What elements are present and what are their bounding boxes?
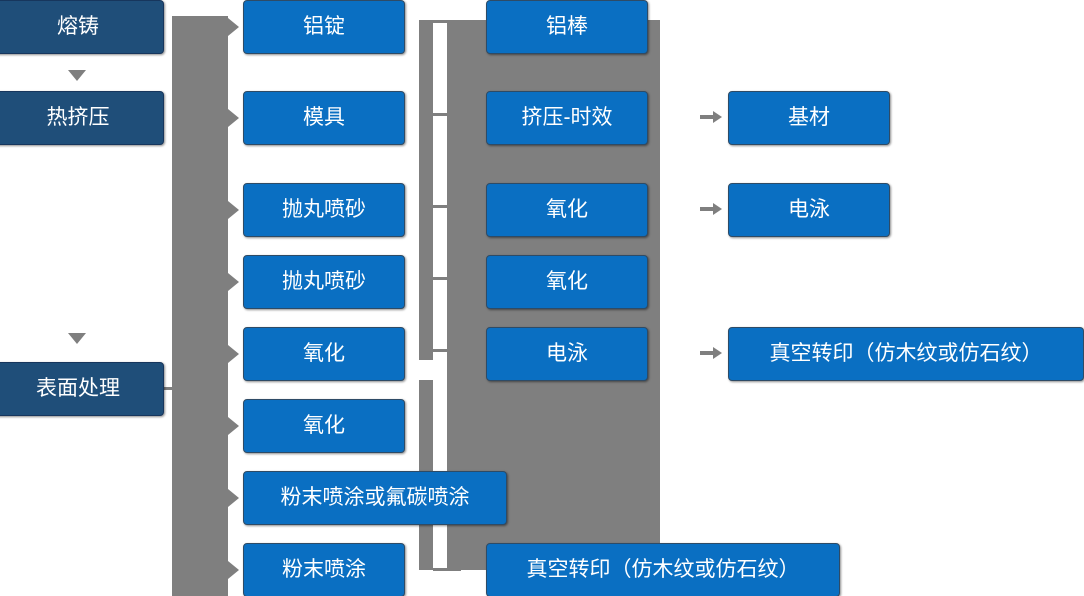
arrow-to-shot-blasting-1 — [228, 201, 239, 219]
arrow-extrusion-to-surface — [68, 333, 86, 344]
arrow-to-electrophoresis — [713, 203, 722, 215]
connector-trunk-left-lower — [172, 358, 228, 596]
step-box-powder-or-fluorocarbon[interactable]: 粉末喷涂或氟碳喷涂 — [243, 471, 507, 525]
process-box-extrusion-aging[interactable]: 挤压-时效 — [486, 91, 648, 145]
bracket-left-bar-upper — [419, 20, 433, 360]
arrow-to-shot-blasting-2 — [228, 273, 239, 291]
step-box-oxidation-2[interactable]: 氧化 — [243, 399, 405, 453]
process-label-oxidation-1: 氧化 — [546, 198, 588, 222]
output-box-vacuum-transfer[interactable]: 真空转印（仿木纹或仿石纹） — [728, 327, 1084, 381]
step-label-powder-or-fluorocarbon: 粉末喷涂或氟碳喷涂 — [280, 486, 470, 510]
step-label-powder-coating: 粉末喷涂 — [282, 558, 366, 582]
arrow-stem-vacuum-transfer — [700, 351, 716, 355]
stage-label-melt-cast: 熔铸 — [57, 15, 99, 39]
arrow-to-oxidation-2 — [228, 417, 239, 435]
step-label-mold: 模具 — [303, 106, 345, 130]
step-label-oxidation-2: 氧化 — [303, 414, 345, 438]
arrow-to-oxidation-1 — [228, 345, 239, 363]
arrow-to-powder-or-fluorocarbon — [228, 489, 239, 507]
stage-label-hot-extrusion: 热挤压 — [46, 106, 110, 130]
arrow-melt-cast-to-extrusion — [68, 70, 86, 81]
arrow-to-powder-coating — [228, 561, 239, 579]
process-label-electrophoresis: 电泳 — [546, 342, 588, 366]
output-box-electrophoresis[interactable]: 电泳 — [728, 183, 890, 237]
output-label-base-material: 基材 — [788, 106, 830, 130]
process-label-vacuum-transfer: 真空转印（仿木纹或仿石纹） — [526, 558, 800, 582]
arrow-to-aluminum-ingot — [228, 18, 239, 36]
output-box-base-material[interactable]: 基材 — [728, 91, 890, 145]
step-label-shot-blasting-1: 抛丸喷砂 — [282, 198, 366, 222]
step-label-aluminum-ingot: 铝锭 — [303, 15, 345, 39]
process-label-oxidation-2: 氧化 — [546, 270, 588, 294]
process-box-aluminum-bar[interactable]: 铝棒 — [486, 0, 648, 54]
step-box-mold[interactable]: 模具 — [243, 91, 405, 145]
process-box-vacuum-transfer[interactable]: 真空转印（仿木纹或仿石纹） — [486, 543, 840, 596]
arrow-to-mold — [228, 109, 239, 127]
arrow-stem-electrophoresis — [700, 207, 716, 211]
arrow-stem-base-material — [700, 115, 716, 119]
step-label-shot-blasting-2: 抛丸喷砂 — [282, 270, 366, 294]
step-box-powder-coating[interactable]: 粉末喷涂 — [243, 543, 405, 596]
process-box-electrophoresis[interactable]: 电泳 — [486, 327, 648, 381]
connector-surface-to-trunk — [164, 387, 190, 390]
arrow-to-vacuum-transfer — [713, 347, 722, 359]
arrow-to-base-material — [713, 111, 722, 123]
stage-label-surface-treatment: 表面处理 — [36, 377, 120, 401]
output-label-electrophoresis: 电泳 — [788, 198, 830, 222]
step-box-shot-blasting-2[interactable]: 抛丸喷砂 — [243, 255, 405, 309]
process-label-extrusion-aging: 挤压-时效 — [521, 106, 613, 130]
process-box-oxidation-2[interactable]: 氧化 — [486, 255, 648, 309]
stage-box-hot-extrusion[interactable]: 热挤压 — [0, 91, 164, 145]
step-box-oxidation-1[interactable]: 氧化 — [243, 327, 405, 381]
step-label-oxidation-1: 氧化 — [303, 342, 345, 366]
step-box-aluminum-ingot[interactable]: 铝锭 — [243, 0, 405, 54]
process-label-aluminum-bar: 铝棒 — [546, 15, 588, 39]
process-box-oxidation-1[interactable]: 氧化 — [486, 183, 648, 237]
stage-box-melt-cast[interactable]: 熔铸 — [0, 0, 164, 54]
stage-box-surface-treatment[interactable]: 表面处理 — [0, 362, 164, 416]
output-label-vacuum-transfer: 真空转印（仿木纹或仿石纹） — [769, 342, 1043, 366]
step-box-shot-blasting-1[interactable]: 抛丸喷砂 — [243, 183, 405, 237]
